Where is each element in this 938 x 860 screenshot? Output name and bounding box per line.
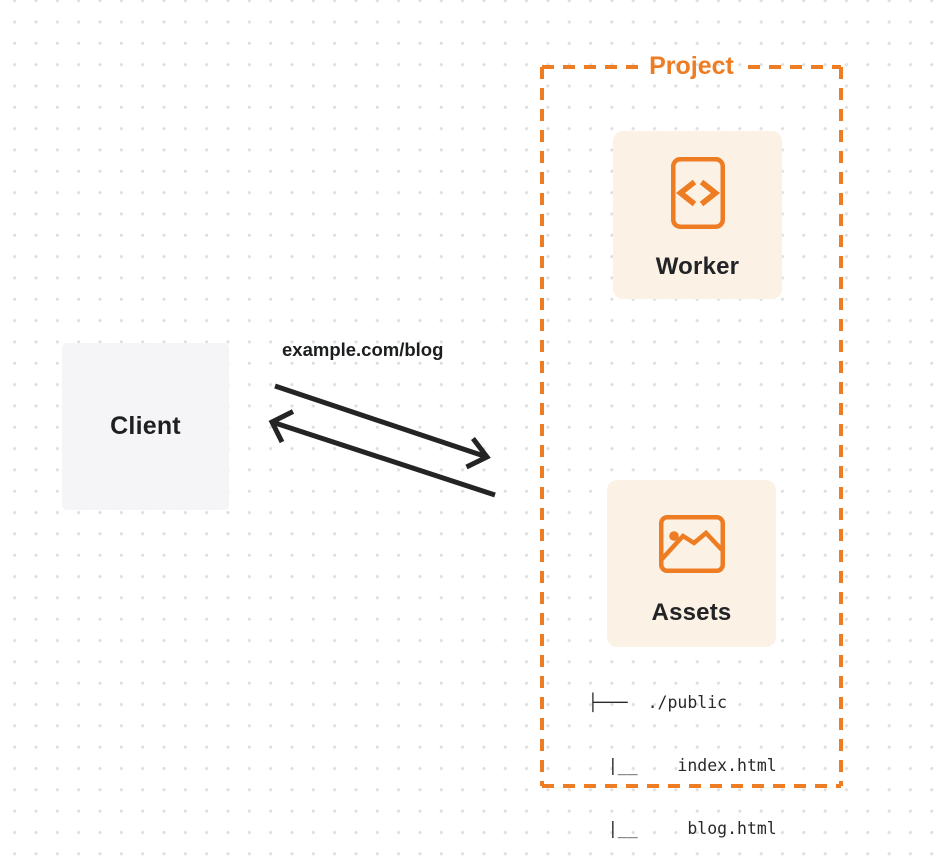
- file-tree-line: |__ index.html: [588, 756, 777, 775]
- assets-file-tree: ├─── ./public |__ index.html |__ blog.ht…: [588, 650, 777, 860]
- assets-label: Assets: [651, 599, 732, 626]
- worker-card: Worker: [613, 131, 782, 299]
- project-title: Project: [649, 52, 734, 80]
- image-icon: [658, 515, 725, 573]
- client-box: Client: [62, 343, 229, 510]
- file-tree-line: ├─── ./public: [588, 693, 728, 712]
- file-tree-line: |__ blog.html: [588, 819, 777, 838]
- response-arrow: [268, 409, 496, 498]
- worker-label: Worker: [655, 253, 740, 280]
- request-arrow: [274, 383, 491, 470]
- request-url-label: example.com/blog: [282, 339, 444, 360]
- assets-card: Assets: [607, 480, 776, 647]
- client-label: Client: [110, 412, 181, 440]
- code-file-icon: [670, 157, 725, 229]
